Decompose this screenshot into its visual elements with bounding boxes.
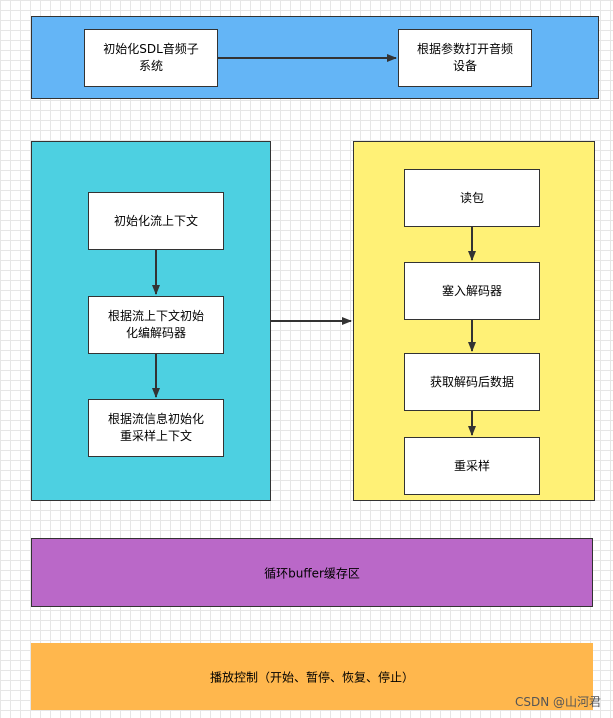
ring-buffer-label: 循环buffer缓存区: [264, 566, 360, 580]
init-codec-label: 根据流上下文初始 化编解码器: [107, 309, 204, 340]
init-stream-context-node: 初始化流上下文: [88, 192, 224, 250]
init-sdl-audio-label: 初始化SDL音频子 系统: [103, 42, 199, 73]
send-to-decoder-label: 塞入解码器: [441, 283, 502, 298]
init-stream-context-label: 初始化流上下文: [113, 213, 198, 228]
init-resample-context-label: 根据流信息初始化 重采样上下文: [107, 412, 204, 443]
read-packet-label: 读包: [459, 190, 484, 205]
open-audio-device-node: 根据参数打开音频 设备: [398, 29, 532, 87]
init-resample-context-node: 根据流信息初始化 重采样上下文: [88, 399, 224, 457]
init-codec-node: 根据流上下文初始 化编解码器: [88, 296, 224, 354]
playback-control-label: 播放控制（开始、暂停、恢复、停止）: [209, 670, 414, 684]
resample-label: 重采样: [453, 458, 490, 473]
get-decoded-data-node: 获取解码后数据: [404, 353, 540, 411]
playback-control-band: 播放控制（开始、暂停、恢复、停止）: [31, 643, 593, 710]
init-sdl-audio-node: 初始化SDL音频子 系统: [84, 29, 218, 87]
watermark: CSDN @山河君: [514, 695, 601, 709]
get-decoded-data-label: 获取解码后数据: [429, 374, 514, 389]
read-packet-node: 读包: [404, 169, 540, 227]
ring-buffer-band: 循环buffer缓存区: [31, 538, 593, 607]
send-to-decoder-node: 塞入解码器: [404, 262, 540, 320]
resample-node: 重采样: [404, 437, 540, 495]
open-audio-device-label: 根据参数打开音频 设备: [416, 42, 513, 73]
